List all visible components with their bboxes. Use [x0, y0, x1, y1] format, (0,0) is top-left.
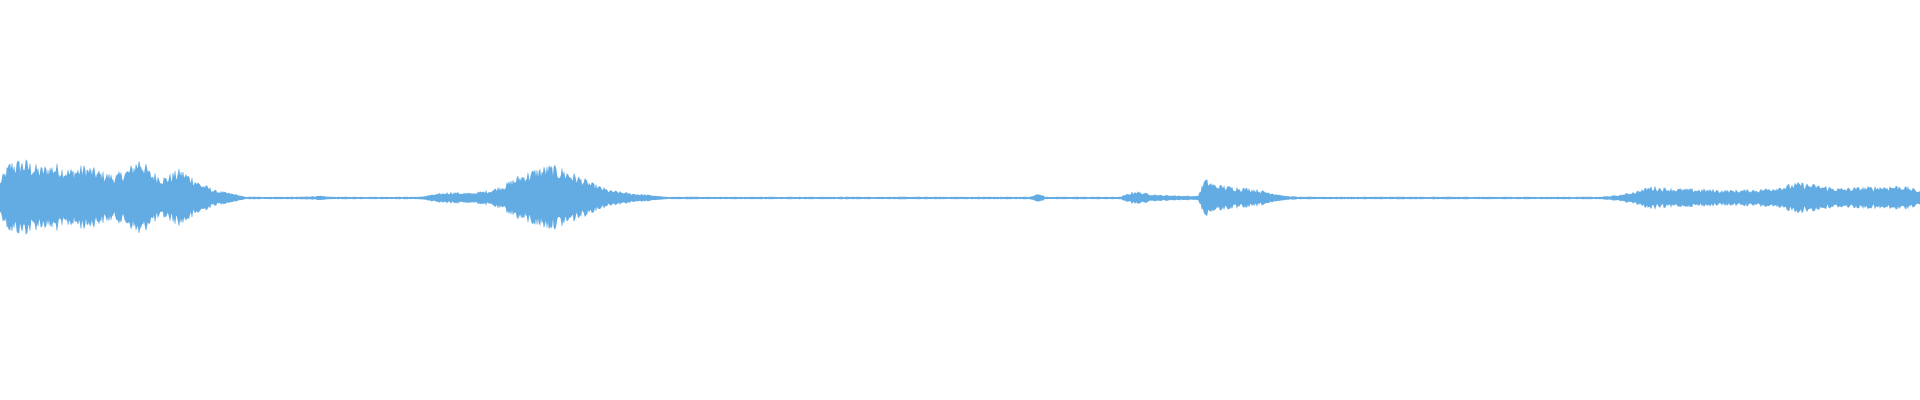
waveform-path: [0, 159, 1920, 235]
